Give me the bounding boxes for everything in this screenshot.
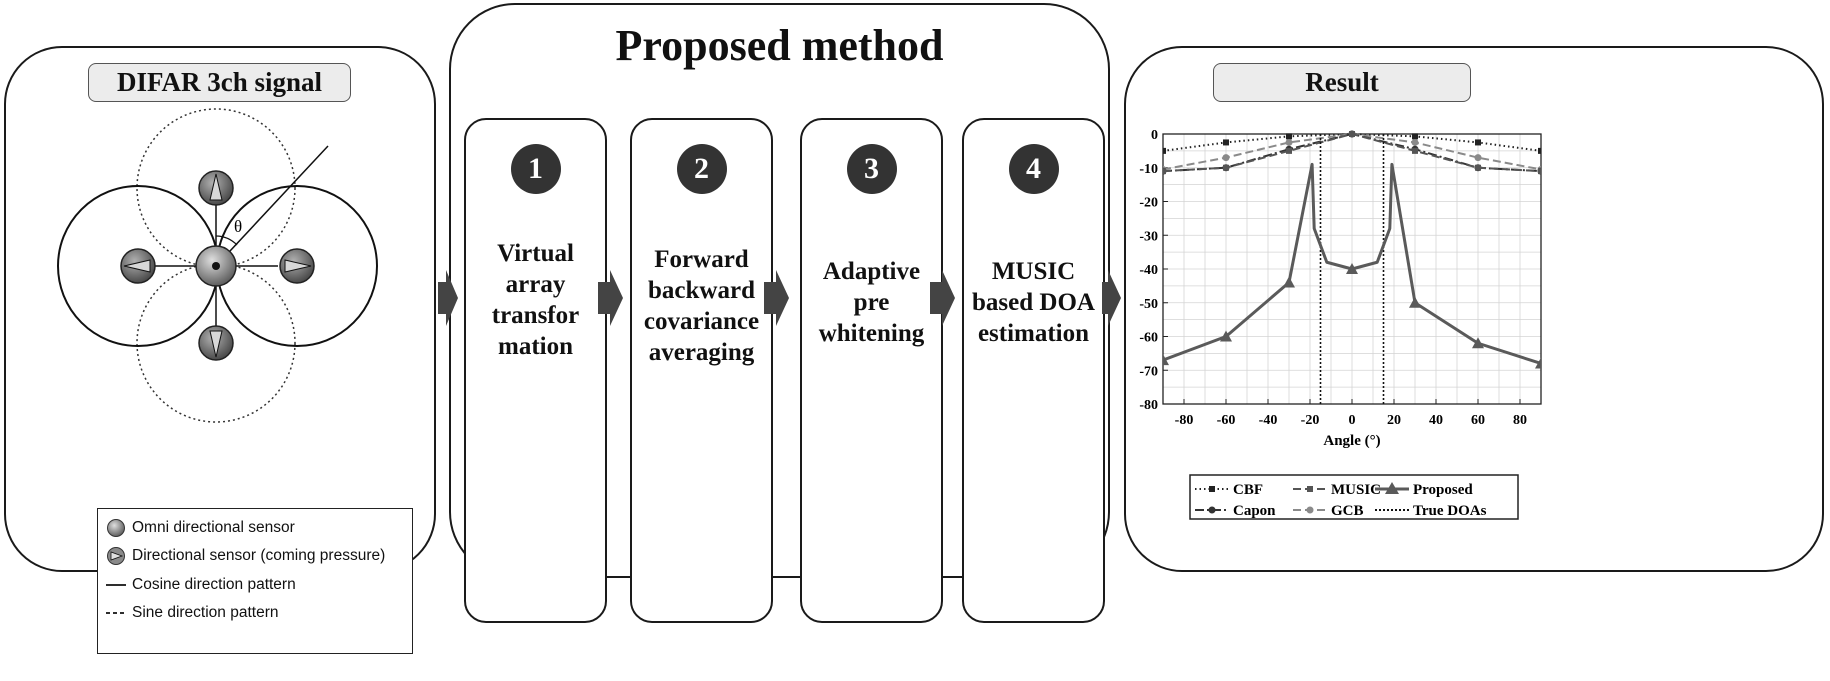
legend-item-directional: Directional sensor (coming pressure) [106,542,385,570]
step-3-box: 3 Adaptive pre whitening [800,118,943,623]
data-point-music [1286,147,1292,154]
data-point-proposed [1283,276,1295,288]
data-point-cbf [1223,139,1229,146]
step-2-text: Forward backward covariance averaging [643,246,760,366]
data-point-proposed [1535,357,1541,369]
legend-item-sine: Sine direction pattern [106,599,278,627]
y-tick-label: -20 [1139,196,1158,211]
legend-frame [1189,474,1519,520]
sine-pattern-top [136,108,296,268]
legend-label-gcb: GCB [1331,503,1364,519]
y-tick-label: -50 [1139,297,1158,312]
series-proposed [1163,162,1541,369]
directional-sensor-icon [107,547,125,565]
data-point-gcb [1474,154,1482,162]
series-true-doas [1319,134,1385,404]
step-4-number: 4 [1008,144,1059,194]
data-point-cbf [1412,133,1418,140]
x-tick-label: 20 [1387,413,1401,428]
difar-sensor-diagram: θ [57,108,378,423]
legend-marker-cbf [1209,486,1215,492]
y-tick-label: -40 [1139,263,1158,278]
legend-marker-gcb [1306,506,1314,514]
data-point-cbf [1163,147,1166,154]
y-tick-label: -10 [1139,162,1158,177]
data-point-proposed [1163,354,1169,366]
result-panel-title: Result [1213,63,1471,102]
solid-line-icon [106,584,126,586]
omni-sensor [195,245,237,287]
step-1-number: 1 [510,144,561,194]
data-point-music [1223,164,1229,171]
dashed-line-icon [106,612,126,614]
legend-marker-capon [1208,506,1216,514]
y-tick-label: -70 [1139,364,1158,379]
incoming-direction-line [215,145,329,267]
x-tick-label: -80 [1175,413,1194,428]
step-4-text: MUSIC based DOA estimation [972,258,1095,347]
directional-sensor-left [120,248,156,284]
doa-result-chart: 0 -10 -20 -30 -40 -50 -60 -70 -80 -80 -60 -40 -20 0 20… [1139,128,1542,449]
theta-arc [215,235,238,246]
directional-sensor-right [279,248,315,284]
legend-label-directional: Directional sensor (coming pressure) [132,547,386,564]
step-4-box: 4 MUSIC based DOA estimation [962,118,1105,623]
omni-sensor-icon [107,519,125,537]
legend-label-proposed: Proposed [1413,482,1473,498]
legend-label-omni: Omni directional sensor [132,519,295,536]
data-point-music [1475,164,1481,171]
y-tick-label: -80 [1139,398,1158,413]
legend-item-omni: Omni directional sensor [106,514,295,542]
difar-panel-title: DIFAR 3ch signal [88,63,351,102]
x-tick-label: 80 [1513,413,1527,428]
data-point-cbf [1286,133,1292,140]
legend-marker-music [1307,486,1313,492]
series-music [1163,131,1541,175]
legend-item-cosine: Cosine direction pattern [106,571,296,599]
directional-sensor-bottom [198,325,234,361]
directional-sensor-top [198,170,234,206]
data-point-cbf [1538,147,1541,154]
step-1-box: 1 Virtual array transfor mation [464,118,607,623]
data-point-proposed [1472,337,1484,349]
data-point-proposed [1346,263,1358,274]
legend-label-music: MUSIC [1331,482,1381,498]
data-point-proposed [1220,330,1232,342]
sensor-legend: Omni directional sensor Directional sens… [97,508,413,654]
x-axis-label: Angle (°) [1323,433,1380,449]
data-point-gcb [1411,138,1419,146]
step-2-number: 2 [676,144,727,194]
step-1-text: Virtual array transfor mation [491,240,580,360]
x-tick-label: -40 [1259,413,1278,428]
data-point-cbf [1475,139,1481,146]
step-3-text: Adaptive pre whitening [818,258,925,347]
theta-label: θ [234,217,242,236]
step-3-number: 3 [846,144,897,194]
proposed-method-title: Proposed method [615,21,944,70]
x-tick-label: 40 [1429,413,1443,428]
y-tick-label: -30 [1139,229,1158,244]
y-tick-label: 0 [1151,128,1158,143]
x-tick-label: -20 [1301,413,1320,428]
legend-label-capon: Capon [1233,503,1276,519]
data-point-proposed [1409,296,1421,308]
legend-label-cosine: Cosine direction pattern [132,576,296,593]
data-point-music [1412,147,1418,154]
legend-label-true-doas: True DOAs [1413,503,1487,519]
legend-marker-proposed [1385,482,1399,494]
data-point-gcb [1222,154,1230,162]
data-point-music [1538,168,1541,175]
y-tick-label: -60 [1139,331,1158,346]
x-tick-label: -60 [1217,413,1236,428]
data-point-music [1349,131,1355,137]
x-tick-label: 60 [1471,413,1485,428]
data-point-gcb [1285,138,1293,146]
data-point-music [1163,168,1166,175]
legend-label-sine: Sine direction pattern [132,604,279,621]
step-2-box: 2 Forward backward covariance averaging [630,118,773,623]
x-tick-label: 0 [1349,413,1356,428]
legend-label-cbf: CBF [1233,482,1263,498]
